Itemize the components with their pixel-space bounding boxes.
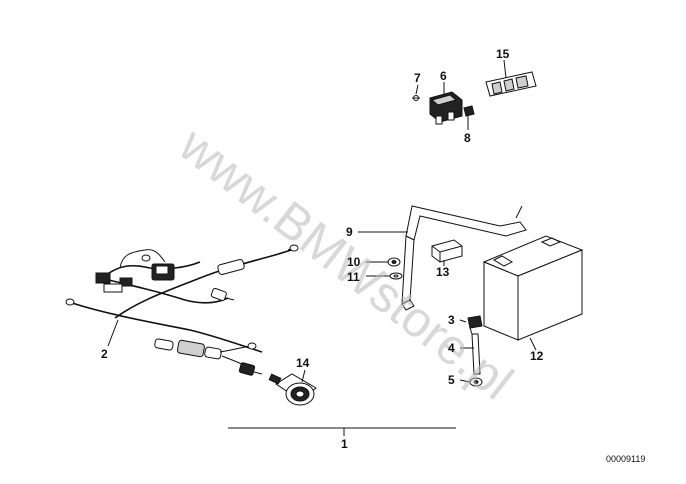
rod-part (471, 333, 481, 375)
battery-bracket (401, 205, 527, 311)
socket-part (268, 373, 317, 406)
rod-nut-part (469, 377, 483, 387)
callout-12: 12 (530, 349, 544, 363)
callout-1: 1 (341, 437, 348, 451)
watermark-text: www.BMWstore.pl (168, 116, 523, 410)
callout-6: 6 (440, 69, 447, 83)
connector-part (467, 315, 483, 335)
callout-15: 15 (496, 47, 510, 61)
callout-9: 9 (346, 225, 353, 239)
leader-lines (107, 59, 537, 436)
callout-13: 13 (436, 265, 450, 279)
callout-14: 14 (296, 356, 310, 370)
cover-part (485, 71, 537, 97)
callout-8: 8 (464, 131, 471, 145)
callout-5: 5 (448, 373, 455, 387)
callout-2: 2 (101, 347, 108, 361)
callout-4: 4 (448, 341, 455, 355)
clip-part (463, 105, 475, 117)
callout-7: 7 (414, 71, 421, 85)
control-unit-part (431, 239, 463, 263)
callout-3: 3 (448, 313, 455, 327)
callout-11: 11 (347, 270, 360, 284)
screw-part (412, 95, 420, 101)
reference-number: 00009119 (606, 454, 645, 464)
battery-part (482, 235, 584, 341)
wiring-harness (65, 244, 299, 376)
relay-part (429, 91, 463, 125)
callout-10: 10 (347, 255, 361, 269)
